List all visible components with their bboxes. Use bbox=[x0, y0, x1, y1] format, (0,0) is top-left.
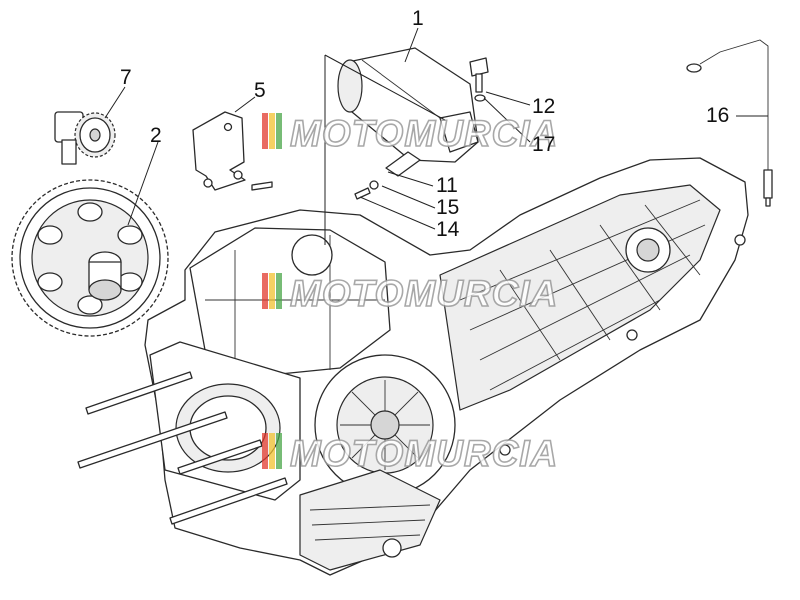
bolt-and-washer bbox=[469, 57, 489, 102]
pinion-gear bbox=[54, 111, 116, 165]
callout-17: 17 bbox=[532, 133, 555, 156]
callout-14: 14 bbox=[436, 218, 460, 241]
crankcase bbox=[144, 157, 749, 576]
callout-12: 12 bbox=[532, 95, 555, 118]
callout-15: 15 bbox=[436, 196, 459, 219]
starter-motor bbox=[337, 47, 479, 163]
watermark-top: MOTOMURCIA bbox=[262, 112, 558, 155]
driven-gear bbox=[11, 179, 169, 337]
cable bbox=[686, 39, 773, 207]
watermark-bottom: MOTOMURCIA bbox=[262, 432, 558, 475]
watermark-text: MOTOMURCIA bbox=[290, 113, 558, 154]
callout-1: 1 bbox=[412, 7, 424, 30]
stud-bolts bbox=[77, 371, 288, 525]
watermark-text: MOTOMURCIA bbox=[290, 273, 558, 314]
watermark-middle: MOTOMURCIA bbox=[262, 272, 558, 315]
callout-16: 16 bbox=[706, 104, 729, 127]
callout-5: 5 bbox=[254, 79, 266, 102]
watermark-text: MOTOMURCIA bbox=[290, 433, 558, 474]
callout-2: 2 bbox=[150, 124, 162, 147]
clip-screw-washer bbox=[354, 151, 421, 200]
callout-11: 11 bbox=[436, 174, 458, 197]
leader-lines bbox=[104, 27, 768, 245]
callouts: 1 2 5 7 11 12 14 15 16 17 bbox=[120, 7, 729, 241]
bracket bbox=[192, 111, 273, 191]
callout-7: 7 bbox=[120, 66, 132, 89]
